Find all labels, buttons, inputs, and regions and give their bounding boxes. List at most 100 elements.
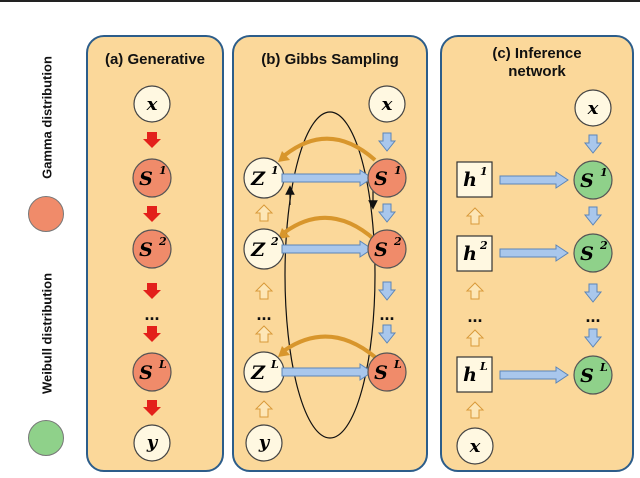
red-arrow-3 <box>143 283 161 299</box>
node-y-generative-label: y <box>146 432 159 453</box>
generative-column: x S 1 S 2 ... S L y <box>132 85 172 462</box>
node-s2-generative <box>132 229 172 269</box>
node-sL-gibbs-sup: L <box>393 358 402 371</box>
node-x-inference-bottom-label: x <box>469 436 481 457</box>
yellow-arrow-z2-z1 <box>255 204 273 222</box>
node-z1-sup: 1 <box>271 164 279 177</box>
curve-arrow-1 <box>283 136 377 162</box>
blue-arrow-s2-dots-inference <box>584 283 602 303</box>
dots-gibbs-left: ... <box>256 304 271 324</box>
blue-arrow-x-s1-gibbs <box>378 132 396 152</box>
yellow-arrow-dots-z2 <box>255 282 273 300</box>
node-s1-inference <box>573 160 613 200</box>
node-hL-sup: L <box>479 360 488 373</box>
node-z1-label: Z <box>250 168 266 190</box>
curve-arrow-2-head <box>278 228 290 239</box>
node-h2 <box>456 235 493 272</box>
curve-arrow-3 <box>283 334 377 359</box>
node-hL <box>456 356 493 393</box>
node-s1-generative <box>132 158 172 198</box>
yellow-arrow-x-hL <box>466 401 484 419</box>
node-sL-inference-label: S <box>580 365 594 387</box>
panel-title-generative: (a) Generative <box>104 51 206 68</box>
blue-arrow-s1-s2-gibbs <box>378 203 396 223</box>
curve-arrow-3-head <box>278 346 290 357</box>
node-h2-label: h <box>463 243 477 265</box>
dots-generative: ... <box>144 304 159 324</box>
blue-arrow-dots-sL-inference <box>584 328 602 348</box>
node-x-gibbs <box>368 85 406 123</box>
red-arrow-4 <box>143 326 161 342</box>
dots-gibbs-right: ... <box>379 304 394 324</box>
node-sL-generative-sup: L <box>158 358 167 371</box>
node-s1-inference-sup: 1 <box>600 166 608 179</box>
node-s2-inference-sup: 2 <box>599 239 608 252</box>
red-arrow-2 <box>143 206 161 222</box>
red-arrow-5 <box>143 400 161 416</box>
panel-title-inference-2: network <box>508 63 566 80</box>
node-s1-generative-label: S <box>139 168 153 190</box>
blue-arrow-x-s1-inference <box>584 134 602 154</box>
gibbs-column: x Z 1 S 1 Z 2 S 2 ... ... Z <box>243 85 407 462</box>
blue-arrow-dots-sL-gibbs <box>378 324 396 344</box>
node-hL-label: h <box>463 364 477 386</box>
node-y-gibbs <box>245 424 283 462</box>
node-s1-gibbs-label: S <box>374 168 388 190</box>
blue-arrow-h2-s2 <box>499 244 569 262</box>
blue-arrow-hL-sL <box>499 366 569 384</box>
node-sL-generative <box>132 352 172 392</box>
panel-title-inference-1: (c) Inference <box>492 45 582 62</box>
inference-column: x h 1 S 1 h 2 S 2 ... ... h L S L <box>456 89 613 465</box>
dots-inference-right: ... <box>585 306 600 326</box>
yellow-arrow-zL-dots <box>255 325 273 343</box>
node-y-generative <box>133 424 171 462</box>
panel-title-gibbs: (b) Gibbs Sampling <box>261 51 399 68</box>
blue-arrow-s1-s2-inference <box>584 206 602 226</box>
curve-arrow-2 <box>283 215 377 242</box>
weibull-legend-circle <box>28 420 64 456</box>
node-z2-sup: 2 <box>270 235 279 248</box>
node-x-inference-top <box>574 89 612 127</box>
node-h1 <box>456 161 493 198</box>
yellow-arrow-hL-dots <box>466 329 484 347</box>
node-s2-gibbs-sup: 2 <box>393 235 402 248</box>
node-y-gibbs-label: y <box>258 432 271 453</box>
node-x-inference-bottom <box>456 427 494 465</box>
top-rule <box>0 0 640 2</box>
node-z2-label: Z <box>250 239 266 261</box>
red-arrow-1 <box>143 132 161 148</box>
gamma-legend-circle <box>28 196 64 232</box>
dots-inference-left: ... <box>467 306 482 326</box>
node-s2-generative-label: S <box>139 239 153 261</box>
node-zL-label: Z <box>250 362 266 384</box>
node-s2-inference <box>573 233 613 273</box>
node-sL-gibbs-label: S <box>374 362 388 384</box>
yellow-arrow-dots-h2 <box>466 282 484 300</box>
node-sL-inference-sup: L <box>599 361 608 374</box>
node-h2-sup: 2 <box>479 239 488 252</box>
node-x-generative-label: x <box>146 94 158 115</box>
node-s2-inference-label: S <box>580 243 594 265</box>
node-s1-gibbs-sup: 1 <box>394 164 402 177</box>
node-h1-sup: 1 <box>480 165 488 178</box>
node-s1-inference-label: S <box>580 170 594 192</box>
node-s2-gibbs-label: S <box>374 239 388 261</box>
node-s1-generative-sup: 1 <box>159 164 167 177</box>
node-s1-gibbs <box>367 158 407 198</box>
gibbs-loop-ellipse <box>284 111 376 439</box>
yellow-arrow-y-zL <box>255 400 273 418</box>
blue-arrow-s2-dots-gibbs <box>378 281 396 301</box>
blue-arrow-z2-s2 <box>281 240 373 258</box>
node-x-gibbs-label: x <box>381 94 393 115</box>
node-x-generative <box>133 85 171 123</box>
node-s2-generative-sup: 2 <box>158 235 167 248</box>
node-zL-sup: L <box>270 358 279 371</box>
yellow-arrow-h2-h1 <box>466 207 484 225</box>
node-h1-label: h <box>463 169 477 191</box>
node-s2-gibbs <box>367 229 407 269</box>
node-x-inference-top-label: x <box>587 98 599 119</box>
blue-arrow-h1-s1 <box>499 171 569 189</box>
node-sL-gibbs <box>367 352 407 392</box>
node-sL-inference <box>573 355 613 395</box>
